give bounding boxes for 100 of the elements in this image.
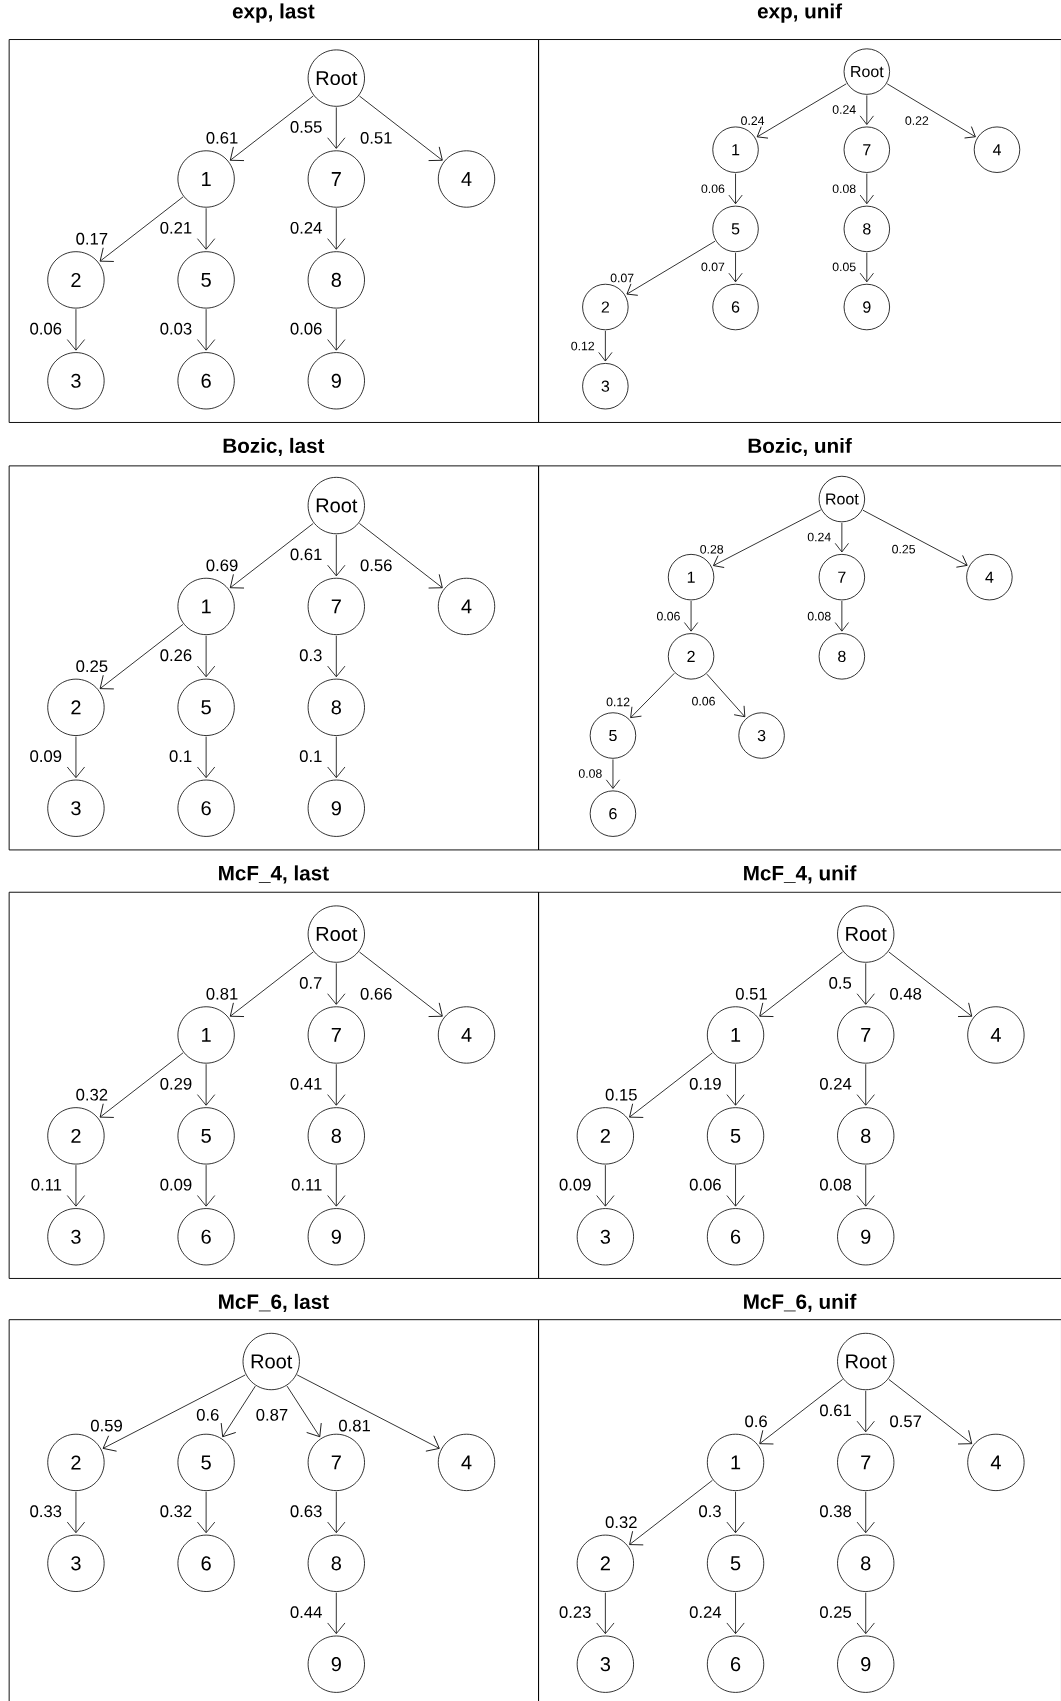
circle-node: Root: [307, 476, 365, 535]
circle-node: 6: [706, 1208, 765, 1266]
circle-node: Root: [307, 905, 365, 963]
circle-node: 7: [307, 1006, 365, 1064]
arrow: [327, 207, 346, 250]
circle-node: 5: [177, 678, 235, 736]
circle-node: 3: [47, 1534, 105, 1592]
arrow: [327, 635, 346, 678]
circle-node: Root: [818, 475, 866, 523]
arrow: [862, 509, 968, 568]
circle-node: 9: [307, 1208, 365, 1266]
circle-node: Root: [242, 1332, 300, 1391]
edge-label: 0.61: [289, 547, 324, 561]
edge-label: 0.44: [289, 1605, 324, 1619]
arrow: [834, 600, 849, 632]
arrow: [630, 672, 675, 718]
circle-node: 6: [589, 790, 637, 837]
edge-label: 0.6: [743, 1414, 769, 1428]
circle-node: 6: [712, 283, 759, 331]
arrow: [197, 736, 216, 779]
arrow: [856, 962, 875, 1005]
arrow: [856, 1491, 875, 1534]
arrow: [197, 1164, 216, 1207]
circle-node: 6: [177, 1534, 235, 1592]
panel-title: Bozic, unif: [748, 437, 852, 457]
edge-label: 0.66: [359, 987, 394, 1001]
edge-label: 0.23: [558, 1605, 593, 1619]
panel-title: McF_4, last: [219, 865, 329, 884]
circle-node: 9: [307, 1635, 365, 1693]
edge-label: 0.24: [818, 1077, 853, 1091]
arrow: [327, 736, 346, 779]
circle-node: 8: [818, 633, 866, 680]
circle-node: 4: [967, 1433, 1025, 1491]
circle-node: 1: [177, 577, 235, 636]
arrow: [713, 509, 822, 568]
circle-node: 7: [837, 1006, 895, 1064]
edge-label: 0.15: [604, 1088, 639, 1102]
arrow: [726, 1592, 745, 1635]
circle-node: 9: [307, 779, 365, 837]
edge-label: 0.32: [75, 1088, 109, 1102]
edge-label: 0.17: [75, 232, 109, 246]
edge-label: 0.08: [818, 1178, 853, 1192]
edge-label: 0.06: [700, 183, 726, 194]
circle-node: 9: [837, 1208, 895, 1266]
edge-label: 0.33: [28, 1504, 63, 1518]
edge-label: 0.12: [570, 341, 596, 352]
edge-label: 0.08: [806, 611, 832, 622]
circle-node: 3: [576, 1635, 634, 1693]
circle-node: 8: [307, 1107, 365, 1165]
circle-node: 5: [177, 251, 235, 309]
circle-node: 4: [966, 553, 1013, 601]
arrow: [359, 523, 443, 589]
edge-label: 0.08: [577, 768, 603, 779]
edge-label: 0.25: [818, 1605, 853, 1619]
circle-node: 4: [973, 126, 1021, 173]
circle-node: 2: [47, 678, 105, 736]
arrow: [856, 1390, 875, 1433]
arrow: [629, 1479, 713, 1546]
arrow: [197, 207, 216, 250]
arrow: [220, 1385, 256, 1438]
edge-label: 0.87: [255, 1408, 289, 1422]
circle-node: 2: [47, 1107, 105, 1165]
circle-node: 7: [843, 126, 890, 173]
arrow: [66, 1491, 85, 1534]
circle-node: 8: [843, 205, 890, 253]
arrow: [229, 523, 314, 589]
circle-node: 2: [576, 1534, 634, 1592]
arrow: [728, 173, 743, 205]
arrow: [856, 1592, 875, 1635]
circle-node: 2: [47, 1433, 105, 1491]
circle-node: 5: [177, 1433, 235, 1491]
circle-node: 1: [712, 126, 759, 173]
arrow: [626, 240, 716, 296]
edge-label: 0.24: [688, 1605, 723, 1619]
circle-node: 4: [437, 577, 496, 636]
edge-label: 0.81: [205, 987, 239, 1001]
arrow: [726, 1063, 745, 1106]
edge-label: 0.69: [205, 558, 239, 572]
edge-label: 0.32: [159, 1504, 193, 1518]
edge-label: 0.09: [159, 1178, 193, 1192]
circle-node: 9: [837, 1635, 895, 1693]
edge-label: 0.21: [159, 221, 193, 235]
arrow: [598, 330, 613, 362]
panel-title: exp, unif: [757, 3, 843, 23]
edge-label: 0.1: [168, 749, 193, 763]
edge-label: 0.7: [298, 976, 324, 990]
arrow: [629, 1052, 713, 1118]
arrow: [296, 1374, 440, 1452]
edge-label: 0.61: [818, 1403, 853, 1417]
edge-label: 0.05: [831, 261, 857, 272]
circle-node: 6: [177, 779, 235, 837]
arrow: [605, 759, 620, 789]
arrow: [859, 173, 874, 205]
circle-node: 4: [967, 1006, 1025, 1064]
circle-node: 3: [47, 352, 105, 410]
edge-label: 0.1: [298, 749, 324, 763]
arrow: [888, 1379, 973, 1445]
arrow: [726, 1491, 745, 1534]
arrow: [286, 1385, 322, 1438]
circle-node: Root: [843, 48, 890, 95]
